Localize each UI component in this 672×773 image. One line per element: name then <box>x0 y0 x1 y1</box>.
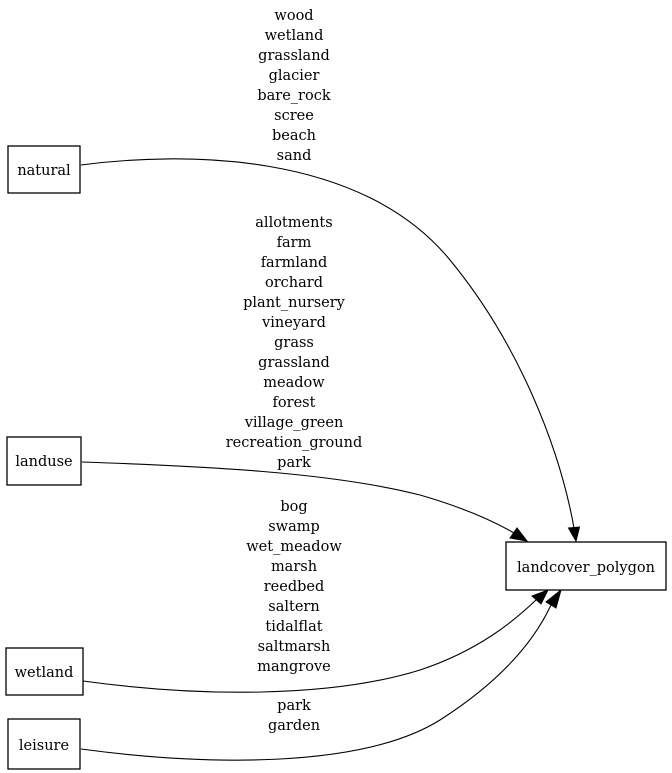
node-box <box>7 718 81 770</box>
edge-label-line: scree <box>274 108 314 124</box>
node-label: landcover_polygon <box>517 560 655 576</box>
edge-label-line: saltmarsh <box>258 639 331 655</box>
edge-label-landuse: allotments farm farmland orchard plant_n… <box>226 215 362 471</box>
node-label: natural <box>17 163 71 179</box>
edge-line <box>80 158 575 529</box>
edge-label-line: plant_nursery <box>243 295 346 311</box>
edge-label-line: vineyard <box>261 315 326 331</box>
node-label: wetland <box>15 665 74 681</box>
node-label: landuse <box>15 454 72 470</box>
arrowhead <box>531 589 550 605</box>
edge-landuse-to-landcover <box>81 461 529 542</box>
edge-label-line: farmland <box>261 255 328 271</box>
node-wetland[interactable]: wetland <box>5 647 84 696</box>
edge-wetland-to-landcover <box>82 589 550 693</box>
edge-label-line: reedbed <box>264 579 325 595</box>
edge-label-line: tidalflat <box>265 619 322 635</box>
edge-label-wetland: bog swamp wet_meadow marsh reedbed salte… <box>246 499 342 675</box>
edge-label-line: sand <box>277 148 312 164</box>
edge-label-natural: wood wetland grassland glacier bare_rock… <box>257 8 330 164</box>
edge-label-line: park <box>277 698 311 714</box>
edge-label-leisure: park garden <box>268 698 320 734</box>
edge-line <box>82 599 537 693</box>
node-natural[interactable]: natural <box>7 145 81 194</box>
edge-label-line: marsh <box>271 559 317 575</box>
edge-label-line: wood <box>274 8 313 24</box>
edge-label-line: saltern <box>268 599 319 615</box>
arrowhead <box>567 526 581 543</box>
edge-label-line: glacier <box>269 68 320 84</box>
edge-label-line: orchard <box>265 275 323 291</box>
edge-label-line: bog <box>280 499 307 515</box>
edge-label-line: bare_rock <box>257 88 330 104</box>
edge-line <box>81 461 515 534</box>
edge-label-line: grassland <box>258 355 330 371</box>
edge-label-line: beach <box>272 128 316 144</box>
edge-label-line: swamp <box>268 519 320 535</box>
edge-label-line: recreation_ground <box>226 435 362 451</box>
edge-label-line: village_green <box>244 415 344 431</box>
arrowhead <box>509 527 529 542</box>
node-landuse[interactable]: landuse <box>6 436 82 486</box>
edge-label-line: wetland <box>265 28 324 44</box>
node-leisure[interactable]: leisure <box>7 718 81 770</box>
edge-natural-to-landcover <box>80 158 581 543</box>
arrowhead <box>545 588 562 609</box>
edge-label-line: park <box>277 455 311 471</box>
edge-label-line: forest <box>273 395 316 411</box>
edge-line <box>80 604 552 761</box>
edge-label-line: grass <box>274 335 314 351</box>
edge-label-line: allotments <box>255 215 332 231</box>
nodes: natural landuse wetland leisure landcove… <box>5 145 667 770</box>
node-label: leisure <box>19 738 69 754</box>
node-box <box>505 541 667 591</box>
node-box <box>6 436 82 486</box>
edge-label-line: farm <box>277 235 312 251</box>
edge-label-line: mangrove <box>257 659 330 675</box>
node-box <box>5 647 84 696</box>
node-box <box>7 145 81 194</box>
edge-label-line: grassland <box>258 48 330 64</box>
edge-label-line: garden <box>268 718 320 734</box>
edges <box>80 158 581 761</box>
edge-leisure-to-landcover <box>80 588 562 761</box>
edge-label-line: wet_meadow <box>246 539 342 555</box>
node-landcover-polygon[interactable]: landcover_polygon <box>505 541 667 591</box>
edge-label-line: meadow <box>263 375 325 391</box>
edge-labels: wood wetland grassland glacier bare_rock… <box>226 8 362 734</box>
